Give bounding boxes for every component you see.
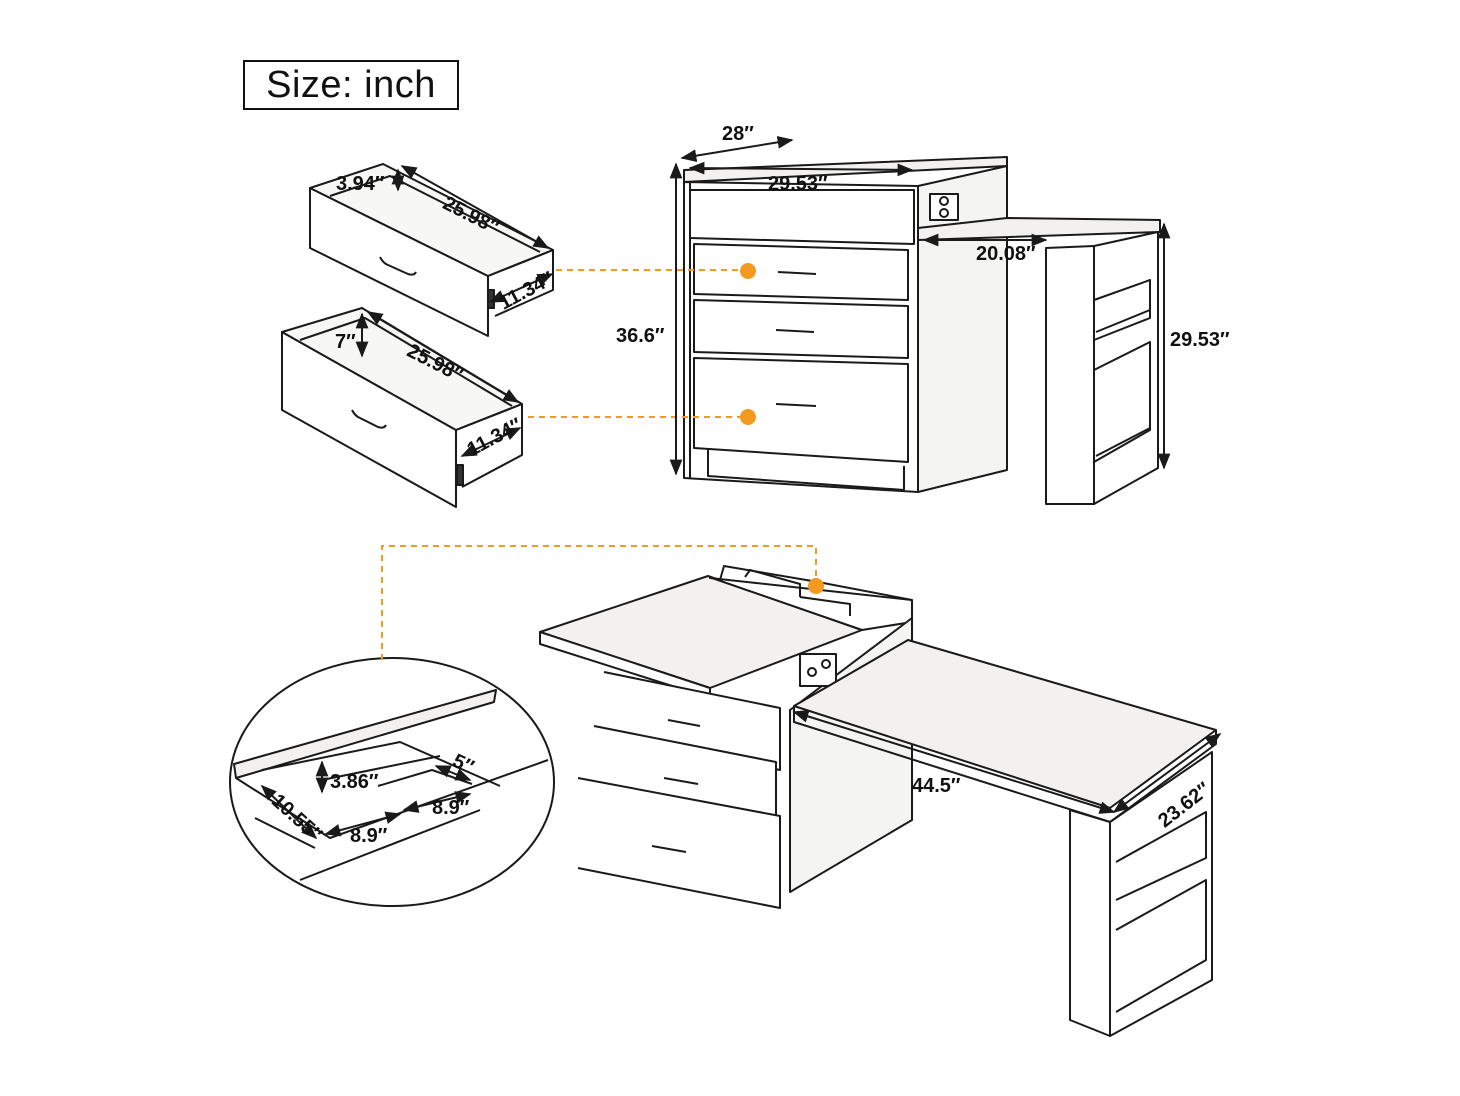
size-unit-text: Size: inch bbox=[266, 63, 436, 106]
cabinet-front-view bbox=[683, 156, 1161, 505]
size-unit-label: Size: inch bbox=[243, 60, 459, 110]
desk-length-label: 44.5″ bbox=[912, 775, 961, 797]
tray-left-label: 8.9″ bbox=[350, 825, 388, 847]
extension-height-label: 29.53″ bbox=[1170, 329, 1230, 351]
accent-connectors bbox=[381, 269, 817, 660]
tray-detail-zoom bbox=[229, 657, 555, 907]
desk-assembled bbox=[539, 565, 1217, 1037]
cabinet-height-label: 36.6″ bbox=[616, 325, 665, 347]
small-drawer-marker bbox=[740, 263, 756, 279]
drawer-large-height-label: 7″ bbox=[335, 331, 356, 353]
cabinet-width-label: 29.53″ bbox=[768, 173, 828, 195]
tray-right-label: 8.9″ bbox=[432, 797, 470, 819]
drawer-small-width-label: 11.34″ bbox=[496, 267, 558, 314]
tray-height-label: 3.86″ bbox=[330, 771, 379, 793]
large-drawer-marker bbox=[740, 409, 756, 425]
large-drawer bbox=[281, 307, 523, 508]
tray-marker bbox=[808, 578, 824, 594]
dimension-lines bbox=[260, 136, 1222, 840]
extension-width-label: 20.08″ bbox=[976, 243, 1036, 265]
drawer-small-height-label: 3.94″ bbox=[336, 173, 385, 195]
cabinet-depth-label: 28″ bbox=[722, 123, 754, 145]
